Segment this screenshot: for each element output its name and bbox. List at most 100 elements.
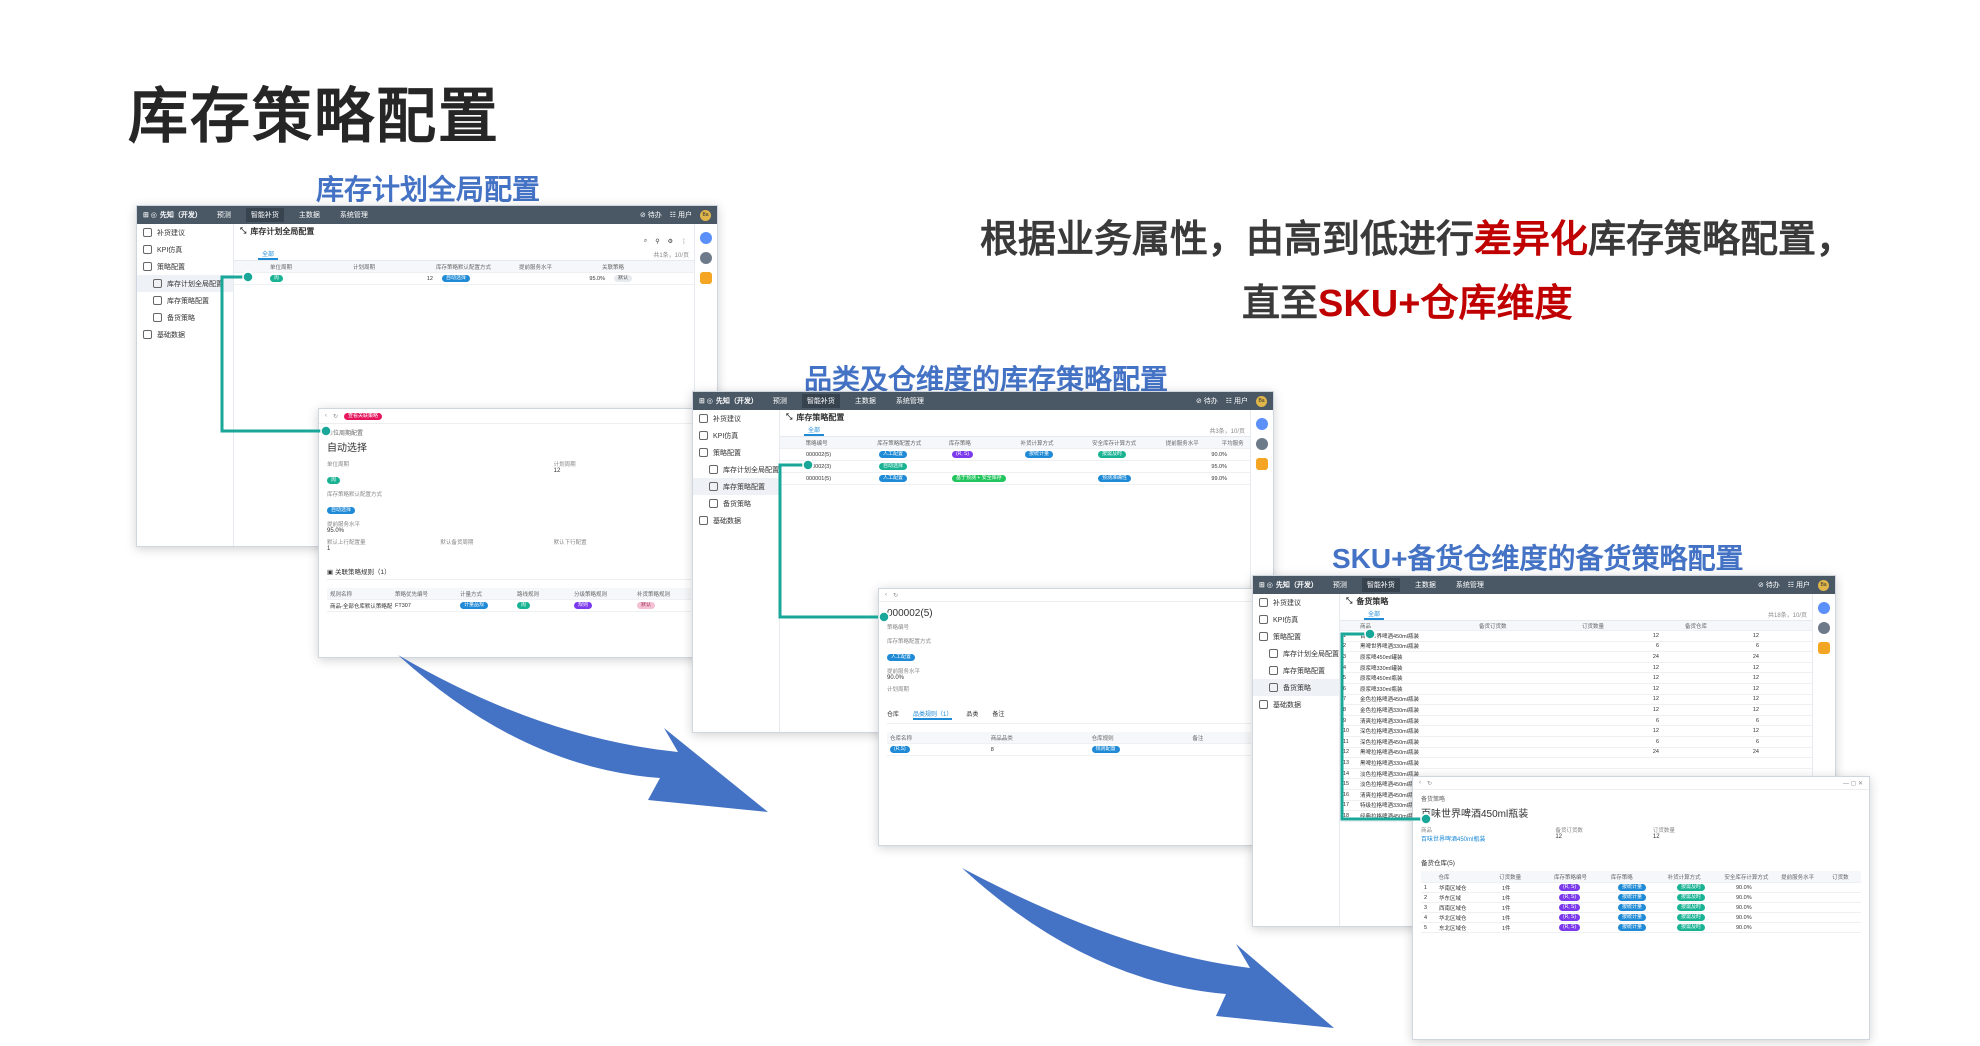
bell-icon[interactable] bbox=[1256, 438, 1268, 450]
col-header[interactable]: 策略优先编号 bbox=[395, 591, 429, 598]
back-icon[interactable]: ⤡ bbox=[1346, 596, 1353, 605]
col-header[interactable]: 订货数 bbox=[1832, 874, 1849, 881]
settings-icon[interactable]: ⚙ bbox=[667, 239, 673, 245]
sidebar-item-inventory-strategy[interactable]: 库存策略配置 bbox=[693, 478, 779, 495]
view-related-button[interactable]: 查看关联策略 bbox=[344, 412, 383, 420]
topnav-tab-system[interactable]: 系统管理 bbox=[1455, 582, 1484, 589]
sidebar-item-strategy[interactable]: 策略配置 bbox=[693, 444, 779, 461]
back-icon[interactable]: ‹ bbox=[325, 413, 327, 419]
lightning-icon[interactable] bbox=[700, 232, 712, 244]
apps-icon[interactable] bbox=[1818, 642, 1830, 654]
col-header[interactable]: 路线规则 bbox=[517, 591, 540, 598]
sidebar-item-strategy[interactable]: 策略配置 bbox=[1253, 628, 1339, 645]
col-header[interactable]: 库存策略默认配置方式 bbox=[436, 264, 492, 271]
col-header[interactable]: 规则名称 bbox=[330, 591, 353, 598]
back-icon[interactable]: ‹ bbox=[885, 592, 887, 598]
tab-category[interactable]: 品类 bbox=[966, 712, 979, 718]
sidebar-item-kpi[interactable]: KPI仿真 bbox=[693, 427, 779, 444]
table-row[interactable]: 商品-全部仓库默认策略配置系列 FT307 计量品规 周 规则 默认 bbox=[327, 600, 691, 612]
topnav-tab-masterdata[interactable]: 主数据 bbox=[854, 398, 876, 405]
table-row[interactable]: (R,S) 8 规则配置 bbox=[887, 744, 1251, 756]
tab-all[interactable]: 全部 bbox=[258, 249, 279, 260]
topnav-tab-replenish[interactable]: 智能补货 bbox=[801, 394, 840, 408]
sidebar-item-basedata[interactable]: 基础数据 bbox=[1253, 696, 1339, 713]
bell-icon[interactable] bbox=[700, 252, 712, 264]
back-icon[interactable]: ‹ bbox=[1419, 780, 1421, 786]
col-header[interactable]: 库存策略编号 bbox=[1554, 874, 1588, 881]
user-link[interactable]: ☷ 用户 bbox=[1787, 582, 1810, 589]
search-icon[interactable]: ⌕ bbox=[643, 238, 648, 244]
apps-icon[interactable] bbox=[1256, 458, 1268, 470]
topnav-tab-forecast[interactable]: 预测 bbox=[1332, 582, 1347, 589]
avatar[interactable]: Ba bbox=[700, 209, 711, 221]
back-icon[interactable]: ⤡ bbox=[786, 412, 793, 421]
sidebar-item-stocking[interactable]: 备货策略 bbox=[693, 495, 779, 512]
tab-all[interactable]: 全部 bbox=[1364, 609, 1385, 620]
col-header[interactable]: 平均服务 bbox=[1221, 440, 1244, 447]
col-header[interactable]: 商品品类 bbox=[990, 735, 1013, 742]
tab-all[interactable]: 全部 bbox=[804, 425, 825, 436]
sidebar-item-stocking[interactable]: 备货策略 bbox=[137, 309, 233, 326]
refresh-icon[interactable]: ↻ bbox=[333, 413, 339, 420]
refresh-icon[interactable]: ↻ bbox=[893, 592, 899, 599]
sidebar-item-global[interactable]: 库存计划全局配置 bbox=[137, 275, 233, 292]
col-header[interactable]: 单位周期 bbox=[270, 264, 293, 271]
sidebar-item-global[interactable]: 库存计划全局配置 bbox=[1253, 645, 1339, 662]
sidebar-item-kpi[interactable]: KPI仿真 bbox=[137, 241, 233, 258]
table-row[interactable]: 000002(5) 人工配置 (R, S) 按统计量 按需及时 90.0% bbox=[780, 449, 1251, 461]
todo-link[interactable]: ⊘ 待办 bbox=[1195, 398, 1218, 405]
sidebar-item-global[interactable]: 库存计划全局配置 bbox=[693, 461, 779, 478]
table-row[interactable]: 000002(3) 自动选择 95.0% bbox=[780, 461, 1251, 473]
topnav-tab-masterdata[interactable]: 主数据 bbox=[298, 212, 320, 219]
col-header[interactable]: 商品 bbox=[1360, 623, 1372, 630]
sidebar-item-suggest[interactable]: 补货建议 bbox=[693, 410, 779, 427]
topnav-tab-replenish[interactable]: 智能补货 bbox=[1361, 578, 1400, 592]
todo-link[interactable]: ⊘ 待办 bbox=[639, 212, 662, 219]
col-header[interactable]: 提前服务水平 bbox=[519, 264, 553, 271]
col-header[interactable]: 提前服务水平 bbox=[1165, 440, 1199, 447]
sidebar-item-basedata[interactable]: 基础数据 bbox=[693, 512, 779, 529]
col-header[interactable]: 补货策略规则 bbox=[637, 591, 671, 598]
col-header[interactable]: 分级策略规则 bbox=[574, 591, 608, 598]
avatar[interactable]: Ba bbox=[1256, 395, 1267, 407]
table-row[interactable]: 周 12 自动选择 95.0% 默认 bbox=[234, 273, 695, 285]
topnav-tab-system[interactable]: 系统管理 bbox=[339, 212, 368, 219]
topnav-tab-forecast[interactable]: 预测 bbox=[772, 398, 787, 405]
field-value[interactable]: 百味世界啤酒450ml瓶装 bbox=[1421, 837, 1486, 843]
lightning-icon[interactable] bbox=[1256, 418, 1268, 430]
sidebar-item-inventory-strategy[interactable]: 库存策略配置 bbox=[137, 292, 233, 309]
sidebar-item-strategy[interactable]: 策略配置 bbox=[137, 258, 233, 275]
lightning-icon[interactable] bbox=[1818, 602, 1830, 614]
sidebar-item-basedata[interactable]: 基础数据 bbox=[137, 326, 233, 343]
window-controls[interactable]: — ▢ ✕ bbox=[1842, 780, 1863, 787]
refresh-icon[interactable]: ↻ bbox=[1427, 780, 1433, 787]
menu-icon[interactable]: ⋮ bbox=[681, 239, 687, 245]
back-icon[interactable]: ⤡ bbox=[240, 226, 247, 235]
col-header[interactable]: 仓库名称 bbox=[890, 735, 913, 742]
user-link[interactable]: ☷ 用户 bbox=[1225, 398, 1248, 405]
col-header[interactable]: 仓库规则 bbox=[1091, 735, 1114, 742]
sidebar-item-suggest[interactable]: 补货建议 bbox=[137, 224, 233, 241]
col-header[interactable]: 提前服务水平 bbox=[1781, 874, 1815, 881]
col-header[interactable]: 策略编号 bbox=[805, 440, 828, 447]
user-link[interactable]: ☷ 用户 bbox=[669, 212, 692, 219]
table-row[interactable]: 000001(5) 人工配置 基于预测 + 安全库存 预测准确性 99.0% bbox=[780, 473, 1251, 485]
apps-icon[interactable] bbox=[700, 272, 712, 284]
tab-category-rule[interactable]: 品类规则（1） bbox=[913, 709, 953, 720]
filter-icon[interactable]: ⚲ bbox=[655, 239, 660, 245]
